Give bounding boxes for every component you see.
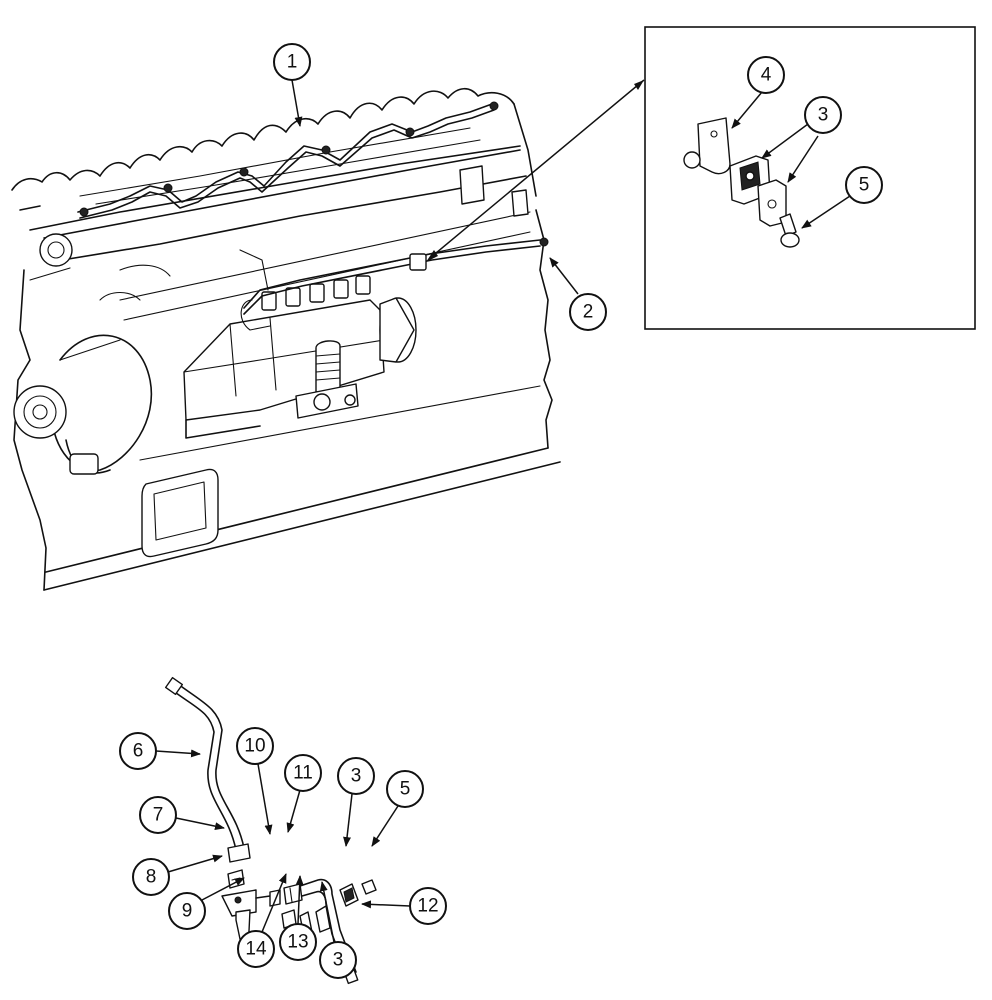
callout-4: 4 [731, 56, 785, 129]
callout-6: 6 [119, 732, 201, 770]
callout-8: 8 [132, 854, 223, 896]
svg-text:2: 2 [583, 302, 594, 323]
inset-frame [644, 26, 976, 330]
bolt-part-5-exploded [361, 879, 377, 895]
svg-text:4: 4 [761, 65, 772, 86]
svg-text:12: 12 [417, 896, 438, 917]
callout-9: 9 [168, 877, 245, 930]
inset-pointer-head [634, 80, 644, 90]
svg-text:13: 13 [287, 932, 308, 953]
svg-text:5: 5 [859, 175, 870, 196]
svg-text:11: 11 [293, 763, 313, 784]
fuel-injection-pump [183, 275, 417, 439]
inset-pointer-tail [426, 250, 438, 262]
pipe-part-6 [164, 676, 251, 863]
inset-pointer-arrow [429, 79, 645, 259]
callout-10: 10 [236, 727, 274, 835]
svg-text:5: 5 [400, 779, 411, 800]
svg-text:1: 1 [287, 52, 298, 73]
svg-text:10: 10 [244, 736, 265, 757]
callout-12: 12 [361, 887, 447, 925]
callout-3-inset: 3 [761, 96, 842, 183]
engine-block [11, 87, 561, 591]
callout-5-exploded: 5 [371, 770, 424, 847]
callout-1: 1 [273, 43, 311, 127]
callout-3-exploded-top: 3 [337, 757, 375, 847]
callout-11: 11 [284, 754, 322, 833]
svg-text:8: 8 [146, 867, 157, 888]
callout-13: 13 [279, 875, 317, 961]
inset-bracket [683, 117, 731, 175]
callout-7: 7 [139, 796, 225, 834]
callout-3-exploded-bottom: 3 [319, 881, 357, 979]
svg-text:3: 3 [333, 950, 344, 971]
callout-14: 14 [237, 873, 287, 968]
svg-text:3: 3 [351, 766, 362, 787]
callout-5-inset: 5 [801, 166, 883, 229]
svg-text:7: 7 [153, 805, 164, 826]
clamp-part-3-exploded [339, 883, 359, 907]
injector-lines [77, 101, 549, 331]
svg-text:6: 6 [133, 741, 144, 762]
callout-2: 2 [549, 257, 607, 331]
svg-text:3: 3 [818, 105, 829, 126]
svg-text:14: 14 [245, 939, 267, 960]
svg-text:9: 9 [182, 901, 193, 922]
inset-bolt [779, 213, 800, 248]
